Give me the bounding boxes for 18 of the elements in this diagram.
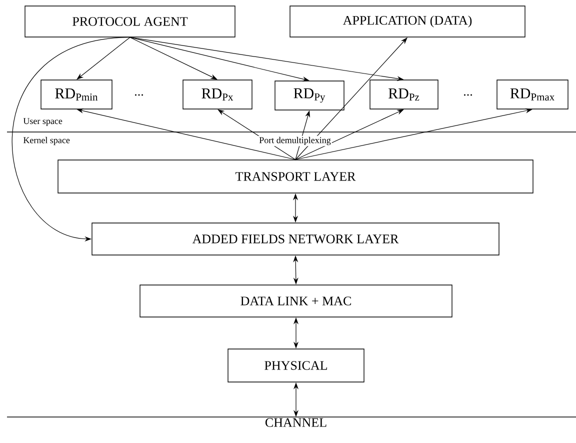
port-box: RD$_{Pz}$ [370,80,438,110]
layer-box: ADDED FIELDS NETWORK LAYER [92,222,500,256]
layer-box: DATA LINK + MAC [140,284,452,318]
space-label: Kernel space [22,136,71,146]
ellipsis-label: ... [133,93,145,97]
layer-box: TRANSPORT LAYER [58,160,534,194]
arrow [12,37,130,242]
space-label: User space [22,117,64,127]
channel-label: CHANNEL [265,418,326,427]
port-box: RD$_{Py}$ [274,80,344,110]
port-box: RD$_{Pmax}$ [496,80,568,110]
process-box: APPLICATION (DATA) [290,6,526,38]
ellipsis-label: ... [462,93,474,97]
process-box: PROTOCOL AGENT [24,6,236,38]
port-box: RD$_{Px}$ [182,80,252,110]
annotation-label: Port demultiplexing [258,136,332,146]
layer-box: PHYSICAL [228,348,364,382]
port-box: RD$_{Pmin}$ [40,80,112,110]
